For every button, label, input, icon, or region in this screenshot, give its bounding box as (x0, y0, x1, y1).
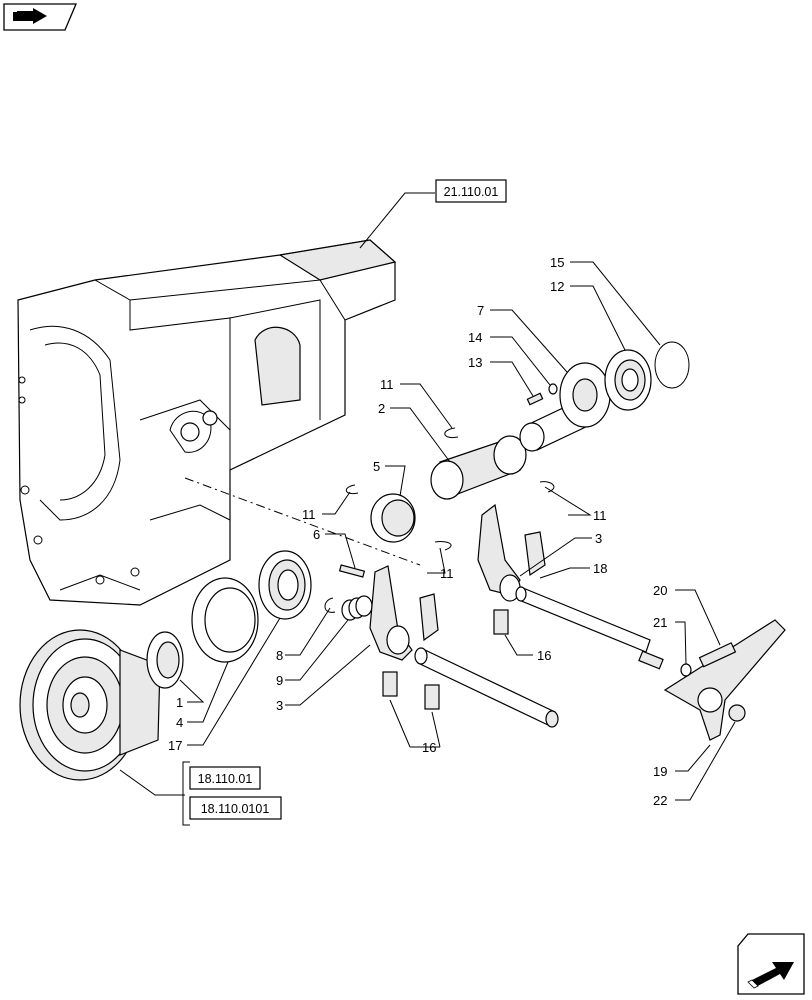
bolt-16-c (424, 684, 440, 710)
book-arrow-icon[interactable] (3, 3, 77, 31)
callout-14: 14 (468, 330, 482, 345)
callout-3-a: 3 (595, 531, 602, 546)
spring-pin-6 (338, 564, 366, 578)
callout-12: 12 (550, 279, 564, 294)
svg-text:18.110.0101: 18.110.0101 (201, 802, 270, 816)
ref-box-clutch-b[interactable]: 18.110.0101 (189, 796, 282, 820)
callout-11-d: 11 (593, 508, 607, 523)
callout-7: 7 (477, 303, 484, 318)
callout-6: 6 (313, 527, 320, 542)
bolt-16-b (382, 671, 398, 697)
callout-11-b: 11 (302, 507, 316, 522)
callout-2: 2 (378, 401, 385, 416)
callout-4: 4 (176, 715, 183, 730)
callout-13: 13 (468, 355, 482, 370)
callout-8: 8 (276, 648, 283, 663)
screw-20 (698, 642, 737, 668)
callout-17: 17 (168, 738, 182, 753)
callout-5: 5 (373, 459, 380, 474)
ref-box-housing[interactable]: 21.110.01 (435, 179, 507, 203)
lever-19 (663, 619, 786, 741)
circlip-15 (654, 341, 690, 389)
callout-3-b: 3 (276, 698, 283, 713)
callout-19: 19 (653, 764, 667, 779)
callout-22: 22 (653, 793, 667, 808)
callout-21: 21 (653, 615, 667, 630)
ring-4 (191, 577, 259, 663)
svg-text:21.110.01: 21.110.01 (444, 185, 499, 199)
sleeve-2 (430, 435, 527, 500)
clip-11-c (434, 541, 452, 551)
callout-18: 18 (593, 561, 607, 576)
shaft-lower (414, 647, 559, 728)
nut-22 (728, 704, 746, 722)
callout-15: 15 (550, 255, 564, 270)
seal-1 (146, 631, 184, 689)
clip-11-d (539, 481, 555, 493)
ref-bracket-clutch (182, 761, 190, 826)
bearing-12 (604, 349, 652, 411)
callout-11-c: 11 (440, 566, 454, 581)
ref-box-clutch-a[interactable]: 18.110.01 (189, 766, 261, 790)
callouts: 15 12 7 14 13 11 2 5 11 6 11 11 3 18 16 … (168, 255, 667, 808)
leader-lines (179, 261, 736, 801)
callout-16-a: 16 (537, 648, 551, 663)
bearing-17 (258, 550, 312, 620)
callout-11-a: 11 (380, 377, 394, 392)
collar-5 (370, 493, 416, 543)
shaft-18 (515, 586, 664, 670)
fork-3-lower (369, 565, 439, 661)
navigate-arrow-icon[interactable] (736, 932, 806, 996)
clutch-assembly (19, 629, 161, 781)
clip-8 (324, 597, 336, 613)
clip-11-a (444, 427, 459, 439)
callout-1: 1 (176, 695, 183, 710)
callout-20: 20 (653, 583, 667, 598)
guide-tube-7 (519, 362, 611, 452)
spring-9 (341, 595, 373, 621)
svg-text:18.110.01: 18.110.01 (198, 772, 253, 786)
callout-16-b: 16 (422, 740, 436, 755)
callout-9: 9 (276, 673, 283, 688)
fork-3-upper (477, 503, 546, 602)
washer-21 (680, 663, 692, 677)
transmission-housing (17, 239, 397, 606)
clip-11-b (345, 484, 359, 495)
bolt-16-a (493, 609, 509, 635)
bolt-13 (526, 392, 544, 406)
washer-14 (548, 383, 558, 395)
